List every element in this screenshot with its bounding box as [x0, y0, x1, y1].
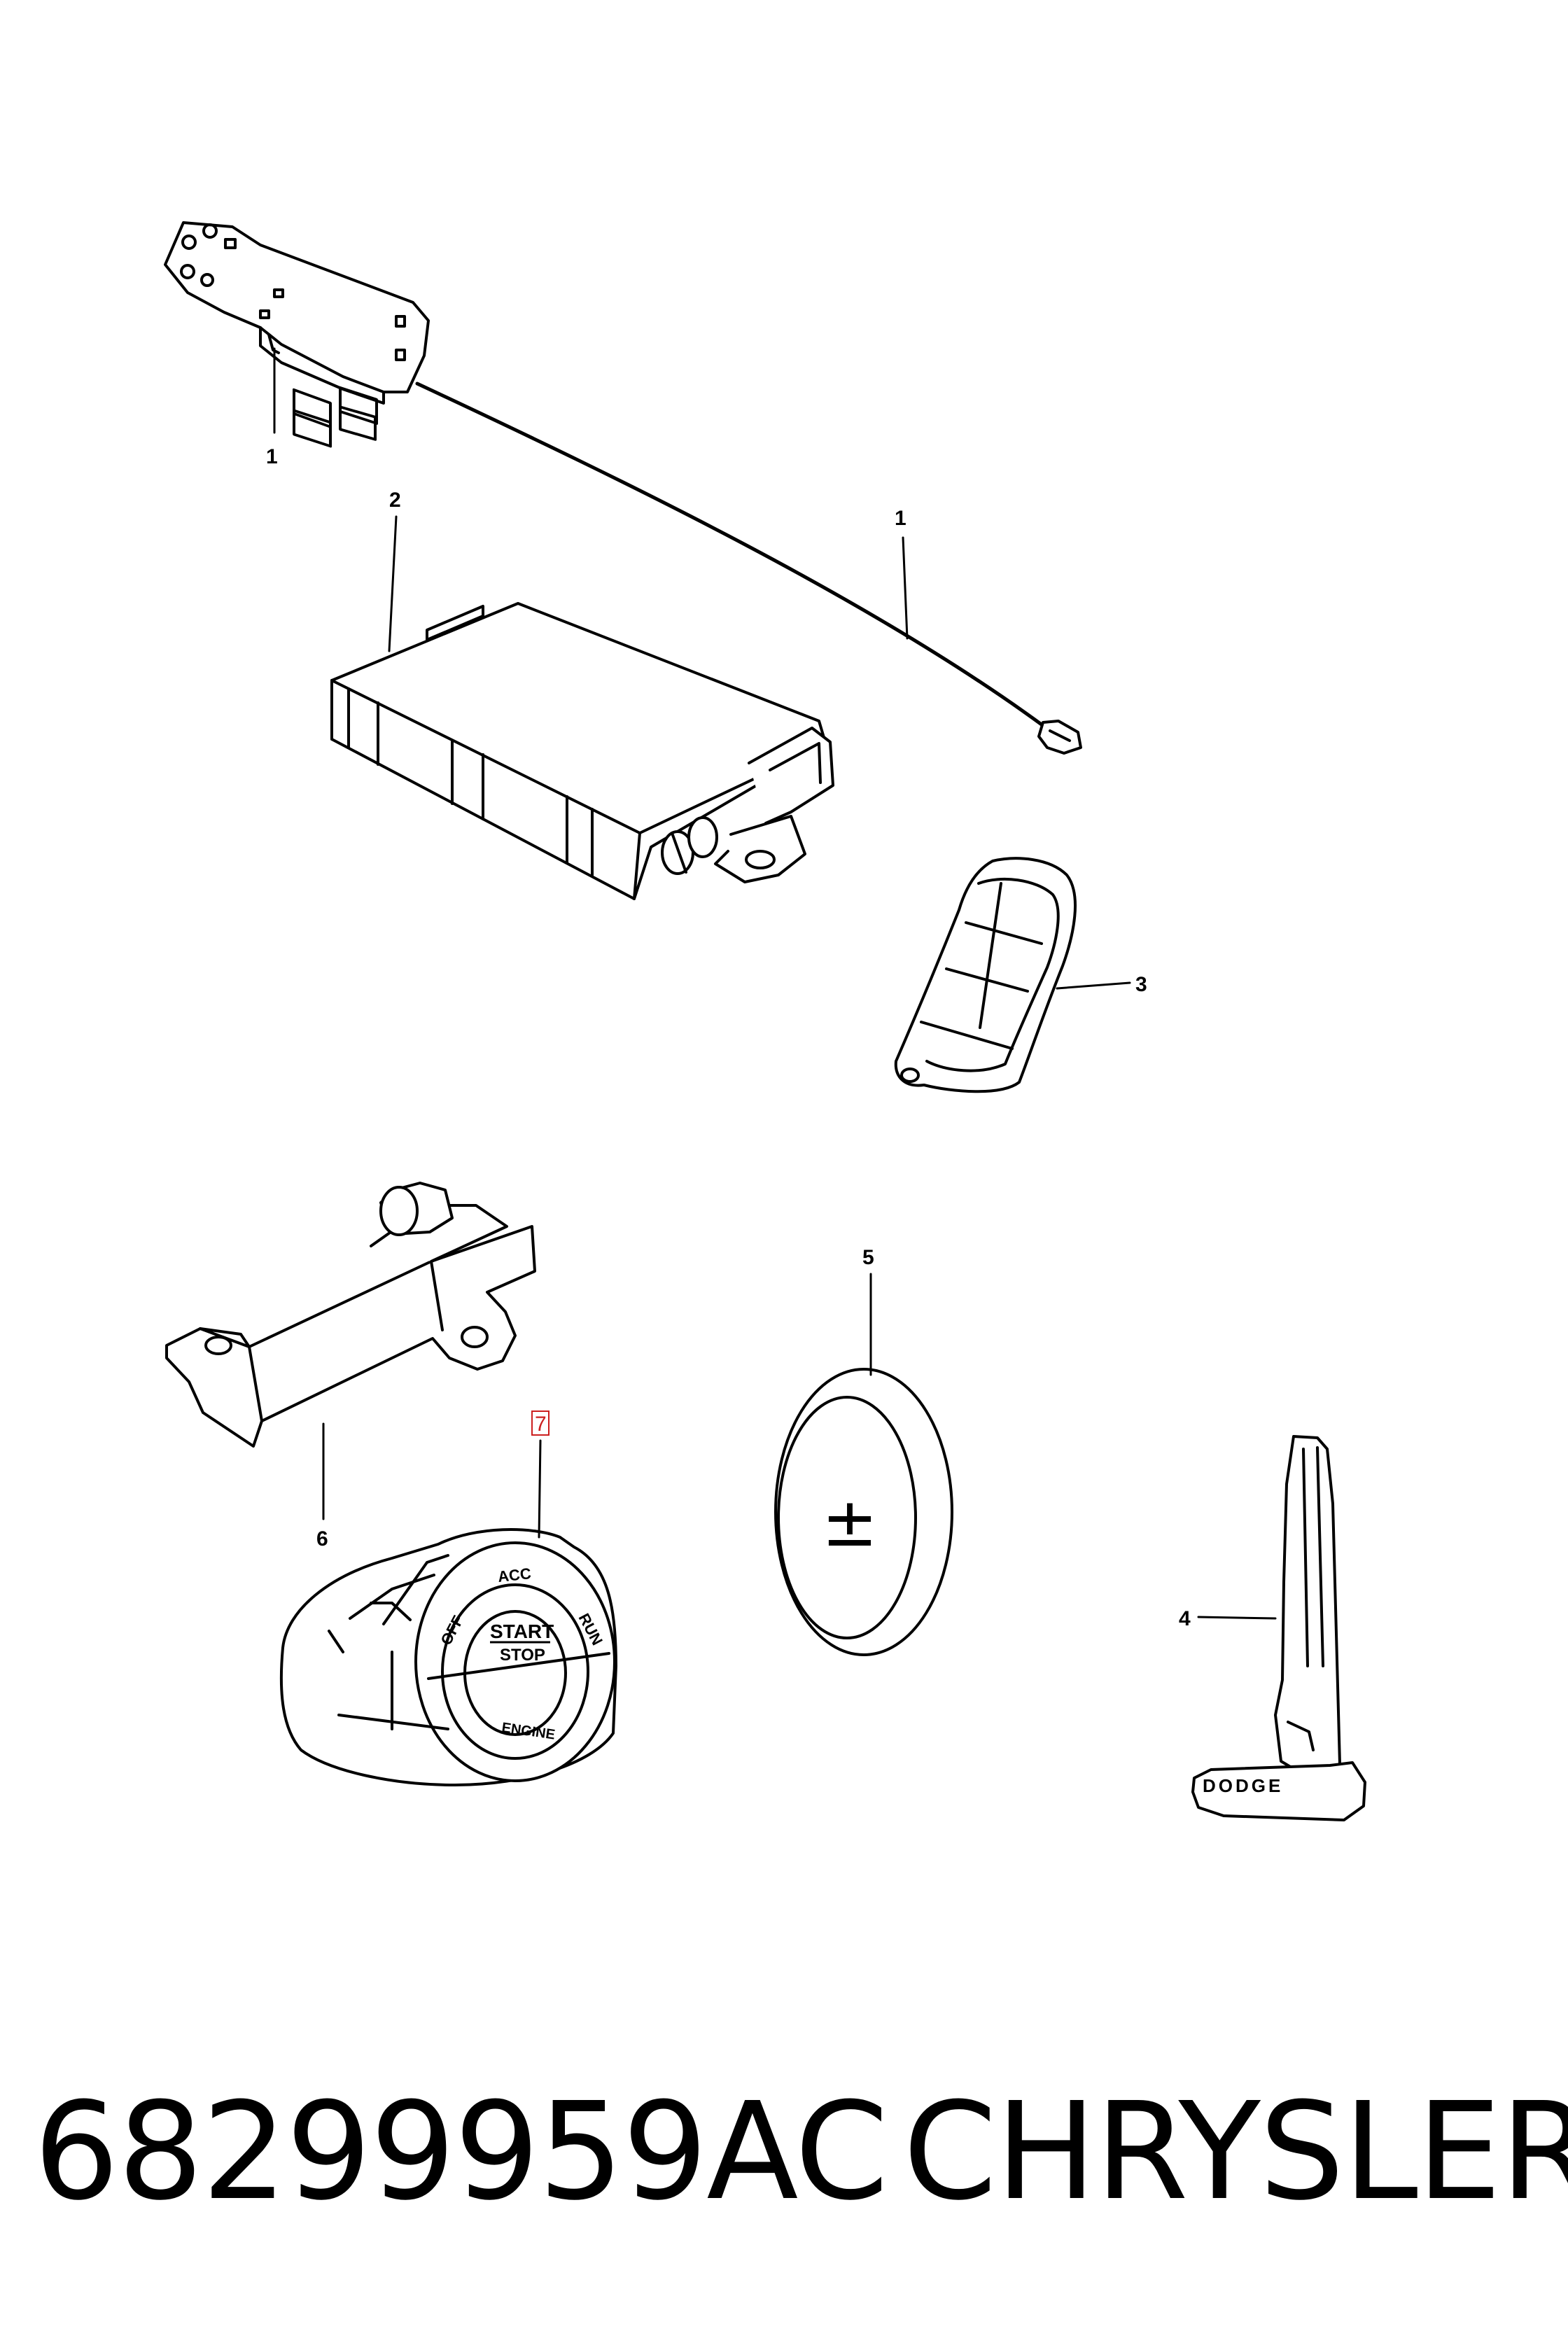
- ignition-switch: [279, 1528, 617, 1786]
- brand-name: CHRYSLER: [903, 2074, 1568, 2230]
- battery-symbol: ±: [822, 1483, 878, 1562]
- leader-line-4: [1197, 1616, 1277, 1620]
- switch-label-stop: STOP: [500, 1646, 545, 1665]
- key-fob: [894, 857, 1077, 1093]
- leader-line-1b: [902, 536, 909, 640]
- leader-line-7: [538, 1439, 542, 1539]
- key-brand-label: DODGE: [1203, 1775, 1283, 1796]
- callout-7: 7: [535, 1413, 547, 1436]
- callout-2: 2: [389, 489, 401, 512]
- antenna-cable: [415, 382, 1046, 729]
- callout-5: 5: [862, 1246, 874, 1269]
- switch-label-start: START: [490, 1620, 554, 1642]
- callout-4: 4: [1179, 1607, 1191, 1630]
- callout-3: 3: [1135, 973, 1147, 996]
- coin-battery: [774, 1368, 953, 1656]
- leader-line-3: [1056, 981, 1131, 990]
- antenna-module: [165, 1182, 536, 1448]
- callout-1b: 1: [895, 507, 906, 530]
- callout-7-highlight-box: [531, 1410, 550, 1436]
- antenna-bracket: [164, 221, 430, 448]
- leader-line-2: [388, 515, 398, 652]
- callout-6: 6: [316, 1527, 328, 1550]
- control-module: [330, 602, 834, 900]
- mechanical-key: [1191, 1435, 1366, 1821]
- part-number: 68299959AC: [34, 2074, 888, 2230]
- switch-label-acc: ACC: [497, 1564, 532, 1586]
- callout-1a: 1: [266, 445, 278, 468]
